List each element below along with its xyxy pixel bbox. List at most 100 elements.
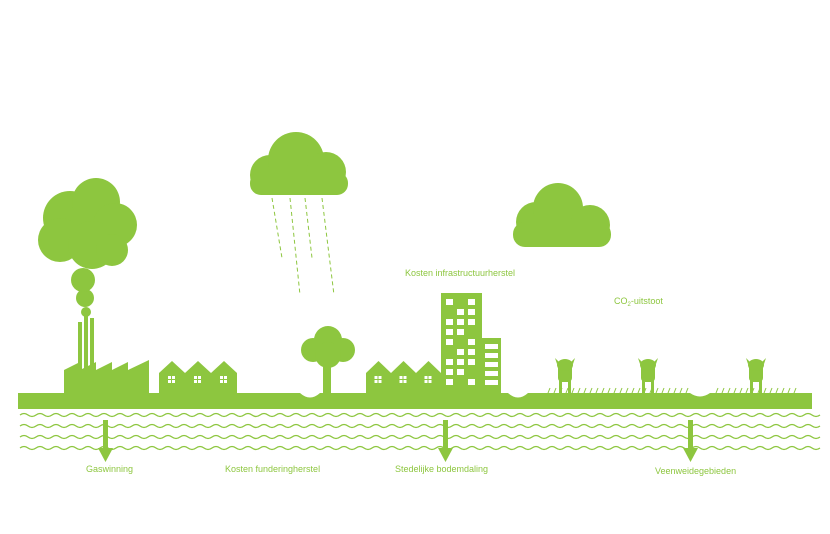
building-window (468, 339, 475, 345)
arrow-down-icon-bodemdaling (438, 420, 453, 462)
houses-row-1 (159, 361, 237, 393)
house-window (399, 380, 403, 383)
factory-icon (64, 316, 149, 393)
smoke-icon (38, 178, 137, 317)
house-window (220, 380, 223, 383)
grass-blade (667, 387, 671, 394)
cow-icon (746, 358, 766, 393)
grass-blade (577, 387, 581, 394)
cow-icon (638, 358, 658, 393)
tree-icon (301, 326, 355, 393)
grass-blade (661, 387, 665, 394)
house-window (194, 380, 197, 383)
grass-blade (571, 387, 575, 394)
grass-blade (625, 387, 629, 394)
grass-tufts (547, 387, 797, 394)
wave-line (19, 423, 821, 429)
house-window (378, 380, 382, 383)
grass-blade (685, 387, 689, 394)
building-window (485, 362, 498, 367)
house-window (172, 376, 175, 379)
building-window (446, 379, 453, 385)
label-stedelijke-bodemdaling: Stedelijke bodemdaling (395, 464, 489, 474)
underground-waves (19, 412, 821, 451)
office-building-icon (441, 293, 501, 393)
rain-cloud-icon (250, 132, 348, 195)
grass-blade (787, 387, 791, 394)
grass-blade (589, 387, 593, 394)
house-window (168, 376, 171, 379)
building-window (468, 299, 475, 305)
grass-blade (619, 387, 623, 394)
house-window (428, 376, 432, 379)
grass-blade (715, 387, 719, 394)
label-veenweidegebieden: Veenweidegebieden (655, 466, 737, 476)
grass-blade (637, 387, 641, 394)
grass-blade (733, 387, 737, 394)
grass-blade (631, 387, 635, 394)
grass-blade (595, 387, 599, 394)
building-window (446, 319, 453, 325)
building-window (485, 344, 498, 349)
building-window (446, 299, 453, 305)
house-window (403, 376, 407, 379)
building-window (457, 319, 464, 325)
grass-blade (553, 387, 557, 394)
building-window (457, 309, 464, 315)
grass-blade (607, 387, 611, 394)
house-window (224, 376, 227, 379)
building-window (468, 349, 475, 355)
grass-blade (673, 387, 677, 394)
building-window (457, 369, 464, 375)
building-window (446, 329, 453, 335)
building-window (468, 379, 475, 385)
house-window (378, 376, 382, 379)
house-window (424, 380, 428, 383)
grass-blade (745, 387, 749, 394)
grass-blade (775, 387, 779, 394)
arrow-down-icon-gaswinning (98, 420, 113, 462)
co2-suffix: -uitstoot (630, 296, 663, 306)
label-kosten-infrastructuurherstel: Kosten infrastructuurherstel (405, 268, 516, 278)
house-window (220, 376, 223, 379)
grass-blade (781, 387, 785, 394)
house-window (374, 380, 378, 383)
building-window (468, 309, 475, 315)
co2-text: CO (614, 296, 628, 306)
arrow-down-icon-veenweide (683, 420, 698, 462)
label-co2-uitstoot: CO2-uitstoot (614, 296, 663, 308)
grass-blade (739, 387, 743, 394)
grass-blade (559, 387, 563, 394)
ground-strip (18, 393, 812, 409)
grass-blade (547, 387, 551, 394)
building-window (485, 371, 498, 376)
house-window (224, 380, 227, 383)
building-window (457, 329, 464, 335)
grass-blade (613, 387, 617, 394)
cow-icon (555, 358, 575, 393)
grass-blade (757, 387, 761, 394)
building-window (446, 359, 453, 365)
house-window (168, 380, 171, 383)
building-window (457, 349, 464, 355)
scene-art (18, 132, 821, 462)
grass-blade (679, 387, 683, 394)
house-window (399, 376, 403, 379)
grass-blade (649, 387, 653, 394)
building-window (446, 369, 453, 375)
grass-blade (727, 387, 731, 394)
house-window (403, 380, 407, 383)
cows (555, 358, 766, 393)
grass-blade (721, 387, 725, 394)
grass-blade (769, 387, 773, 394)
house-window (194, 376, 197, 379)
house-window (198, 380, 201, 383)
co2-subscript: 2 (627, 302, 631, 308)
label-kosten-funderingherstel: Kosten funderingherstel (225, 464, 321, 474)
cloud-icon (513, 183, 611, 247)
house-window (424, 376, 428, 379)
grass-blade (793, 387, 797, 394)
building-window (457, 359, 464, 365)
building-window (446, 339, 453, 345)
